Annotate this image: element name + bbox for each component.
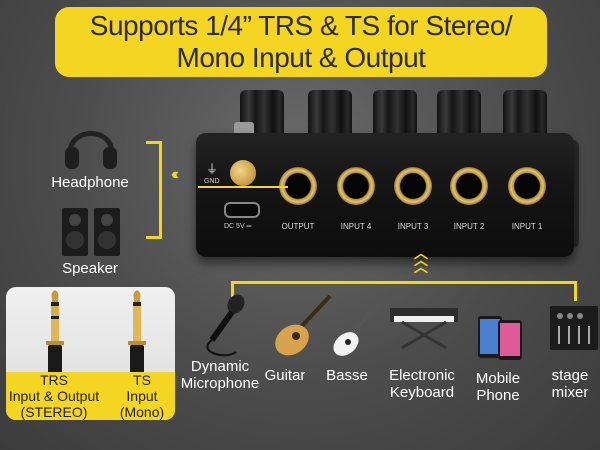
usb-c-port [224, 202, 260, 218]
trs-line-2: (STEREO) [20, 404, 88, 420]
device-side [569, 140, 579, 248]
input-label: Dynamic Microphone [174, 358, 266, 392]
bracket-bottom [146, 236, 162, 239]
ts-plug-icon [128, 290, 146, 378]
trs-plug-icon [46, 290, 64, 378]
input-4-jack [337, 167, 375, 205]
trs-label: TRS Input & Output (STEREO) [4, 372, 104, 420]
input-drop-2 [574, 281, 577, 301]
bracket-vertical [159, 141, 162, 239]
microphone-icon [206, 294, 245, 357]
ts-line-1: Input [126, 388, 158, 404]
input-label-line: Guitar [264, 367, 306, 384]
jack-label: OUTPUT [281, 222, 315, 231]
input-3-jack [394, 167, 432, 205]
output-chevron-icon: ‹‹‹ [171, 166, 179, 183]
input-label-line: stage [551, 367, 589, 384]
input-label-line: Mobile [475, 370, 521, 387]
plug-highlight [6, 372, 175, 420]
input-drop-1 [231, 281, 234, 301]
input-label-line: mixer [551, 384, 589, 401]
ts-label: TS Input (Mono) [110, 372, 174, 420]
dc-label: DC 5V ═ [224, 223, 252, 230]
jack-label: INPUT 3 [397, 222, 429, 231]
title-line-2: Mono Input & Output [176, 42, 426, 73]
input-label-line: Keyboard [389, 384, 455, 401]
guitar-icon [275, 294, 332, 356]
ground-icon: ⏚ [206, 162, 219, 176]
input-label: Basse [322, 367, 372, 384]
input-chevron-icon: ︿︿︿ [414, 245, 428, 275]
speaker-label: Speaker [62, 260, 118, 277]
input-label-line: Phone [476, 387, 520, 404]
gnd-label: GND [204, 178, 220, 185]
jack-label: INPUT 4 [340, 222, 372, 231]
ts-line-2: (Mono) [119, 404, 165, 420]
speaker-icon [62, 208, 120, 256]
title-line-1: Supports 1/4” TRS & TS for Stereo/ [89, 10, 513, 41]
bass-guitar-icon [333, 292, 388, 356]
headphone-icon [65, 131, 117, 169]
trs-line-1: Input & Output [8, 388, 100, 404]
keyboard-icon [390, 308, 458, 350]
input-1-jack [508, 167, 546, 205]
jack-label: INPUT 2 [453, 222, 485, 231]
input-label: stage mixer [543, 367, 597, 401]
input-label-line: Dynamic [190, 358, 250, 375]
input-label: Guitar [260, 367, 310, 384]
switch [234, 122, 254, 136]
title-banner: Supports 1/4” TRS & TS for Stereo/ Mono … [55, 7, 547, 77]
bracket-top [146, 141, 162, 144]
input-2-jack [450, 167, 488, 205]
ts-title: TS [133, 372, 151, 388]
ground-knob [230, 160, 256, 186]
input-bus [231, 281, 577, 284]
output-line [198, 186, 288, 188]
jack-label: INPUT 1 [511, 222, 543, 231]
input-label: Mobile Phone [468, 370, 528, 404]
input-label: Electronic Keyboard [382, 367, 462, 401]
headphone-label: Headphone [51, 174, 129, 191]
input-label-line: Electronic [389, 367, 455, 384]
input-label-line: Microphone [180, 375, 260, 392]
mixer-icon [550, 306, 598, 350]
trs-title: TRS [40, 372, 68, 388]
mobile-phone-icon [478, 316, 522, 360]
input-label-line: Basse [326, 367, 368, 384]
